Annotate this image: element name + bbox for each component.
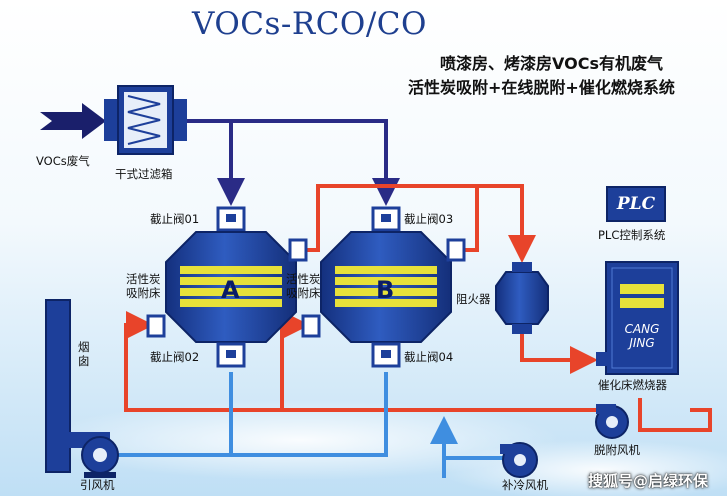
page-title: VOCs-RCO/CO [192,6,427,42]
catalytic-burner [596,261,679,375]
valve-02-label: 截止阀02 [150,350,200,364]
vocs-inlet-arrow [40,103,106,139]
subtitle-line-1: 喷漆房、烤漆房VOCs有机废气 [440,54,663,73]
subtitle-line-2: 活性炭吸附+在线脱附+催化燃烧系统 [408,78,675,97]
feed-lines [187,119,400,206]
valve-03-label: 截止阀03 [404,212,454,226]
adsorber-a [146,206,308,368]
catalytic-burner-label: 催化床燃烧器 [598,378,667,392]
flame-arrester-label: 阻火器 [456,292,491,306]
vocs-gas-label: VOCs废气 [36,154,90,168]
cooling-fan [500,442,538,478]
watermark: 搜狐号@启绿环保 [588,472,709,490]
desorption-fan [595,404,629,439]
bed-a-letter: A [221,276,240,304]
bed-b-letter: B [376,276,395,304]
flame-arrester [495,262,549,334]
desorption-lines [124,184,712,432]
dry-filter-label: 干式过滤箱 [115,167,173,181]
induced-fan [60,432,119,478]
valve-01-label: 截止阀01 [150,212,200,226]
valve-04-label: 截止阀04 [404,350,454,364]
carbon-bed-b-label: 活性炭 吸附床 [286,272,321,301]
cooling-fan-label: 补冷风机 [502,478,548,492]
induced-fan-label: 引风机 [80,478,115,492]
desorb-fan-label: 脱附风机 [594,443,640,457]
chimney-label: 烟 囱 [78,340,90,369]
plc-system-label: PLC控制系统 [598,228,666,242]
carbon-bed-a-label: 活性炭 吸附床 [126,272,161,301]
dry-filter-box [104,85,187,155]
adsorber-b [301,206,466,368]
exhaust-lines [118,372,505,478]
plc-logo: PLC [606,186,666,222]
burner-brand: CANG JING [624,322,660,351]
